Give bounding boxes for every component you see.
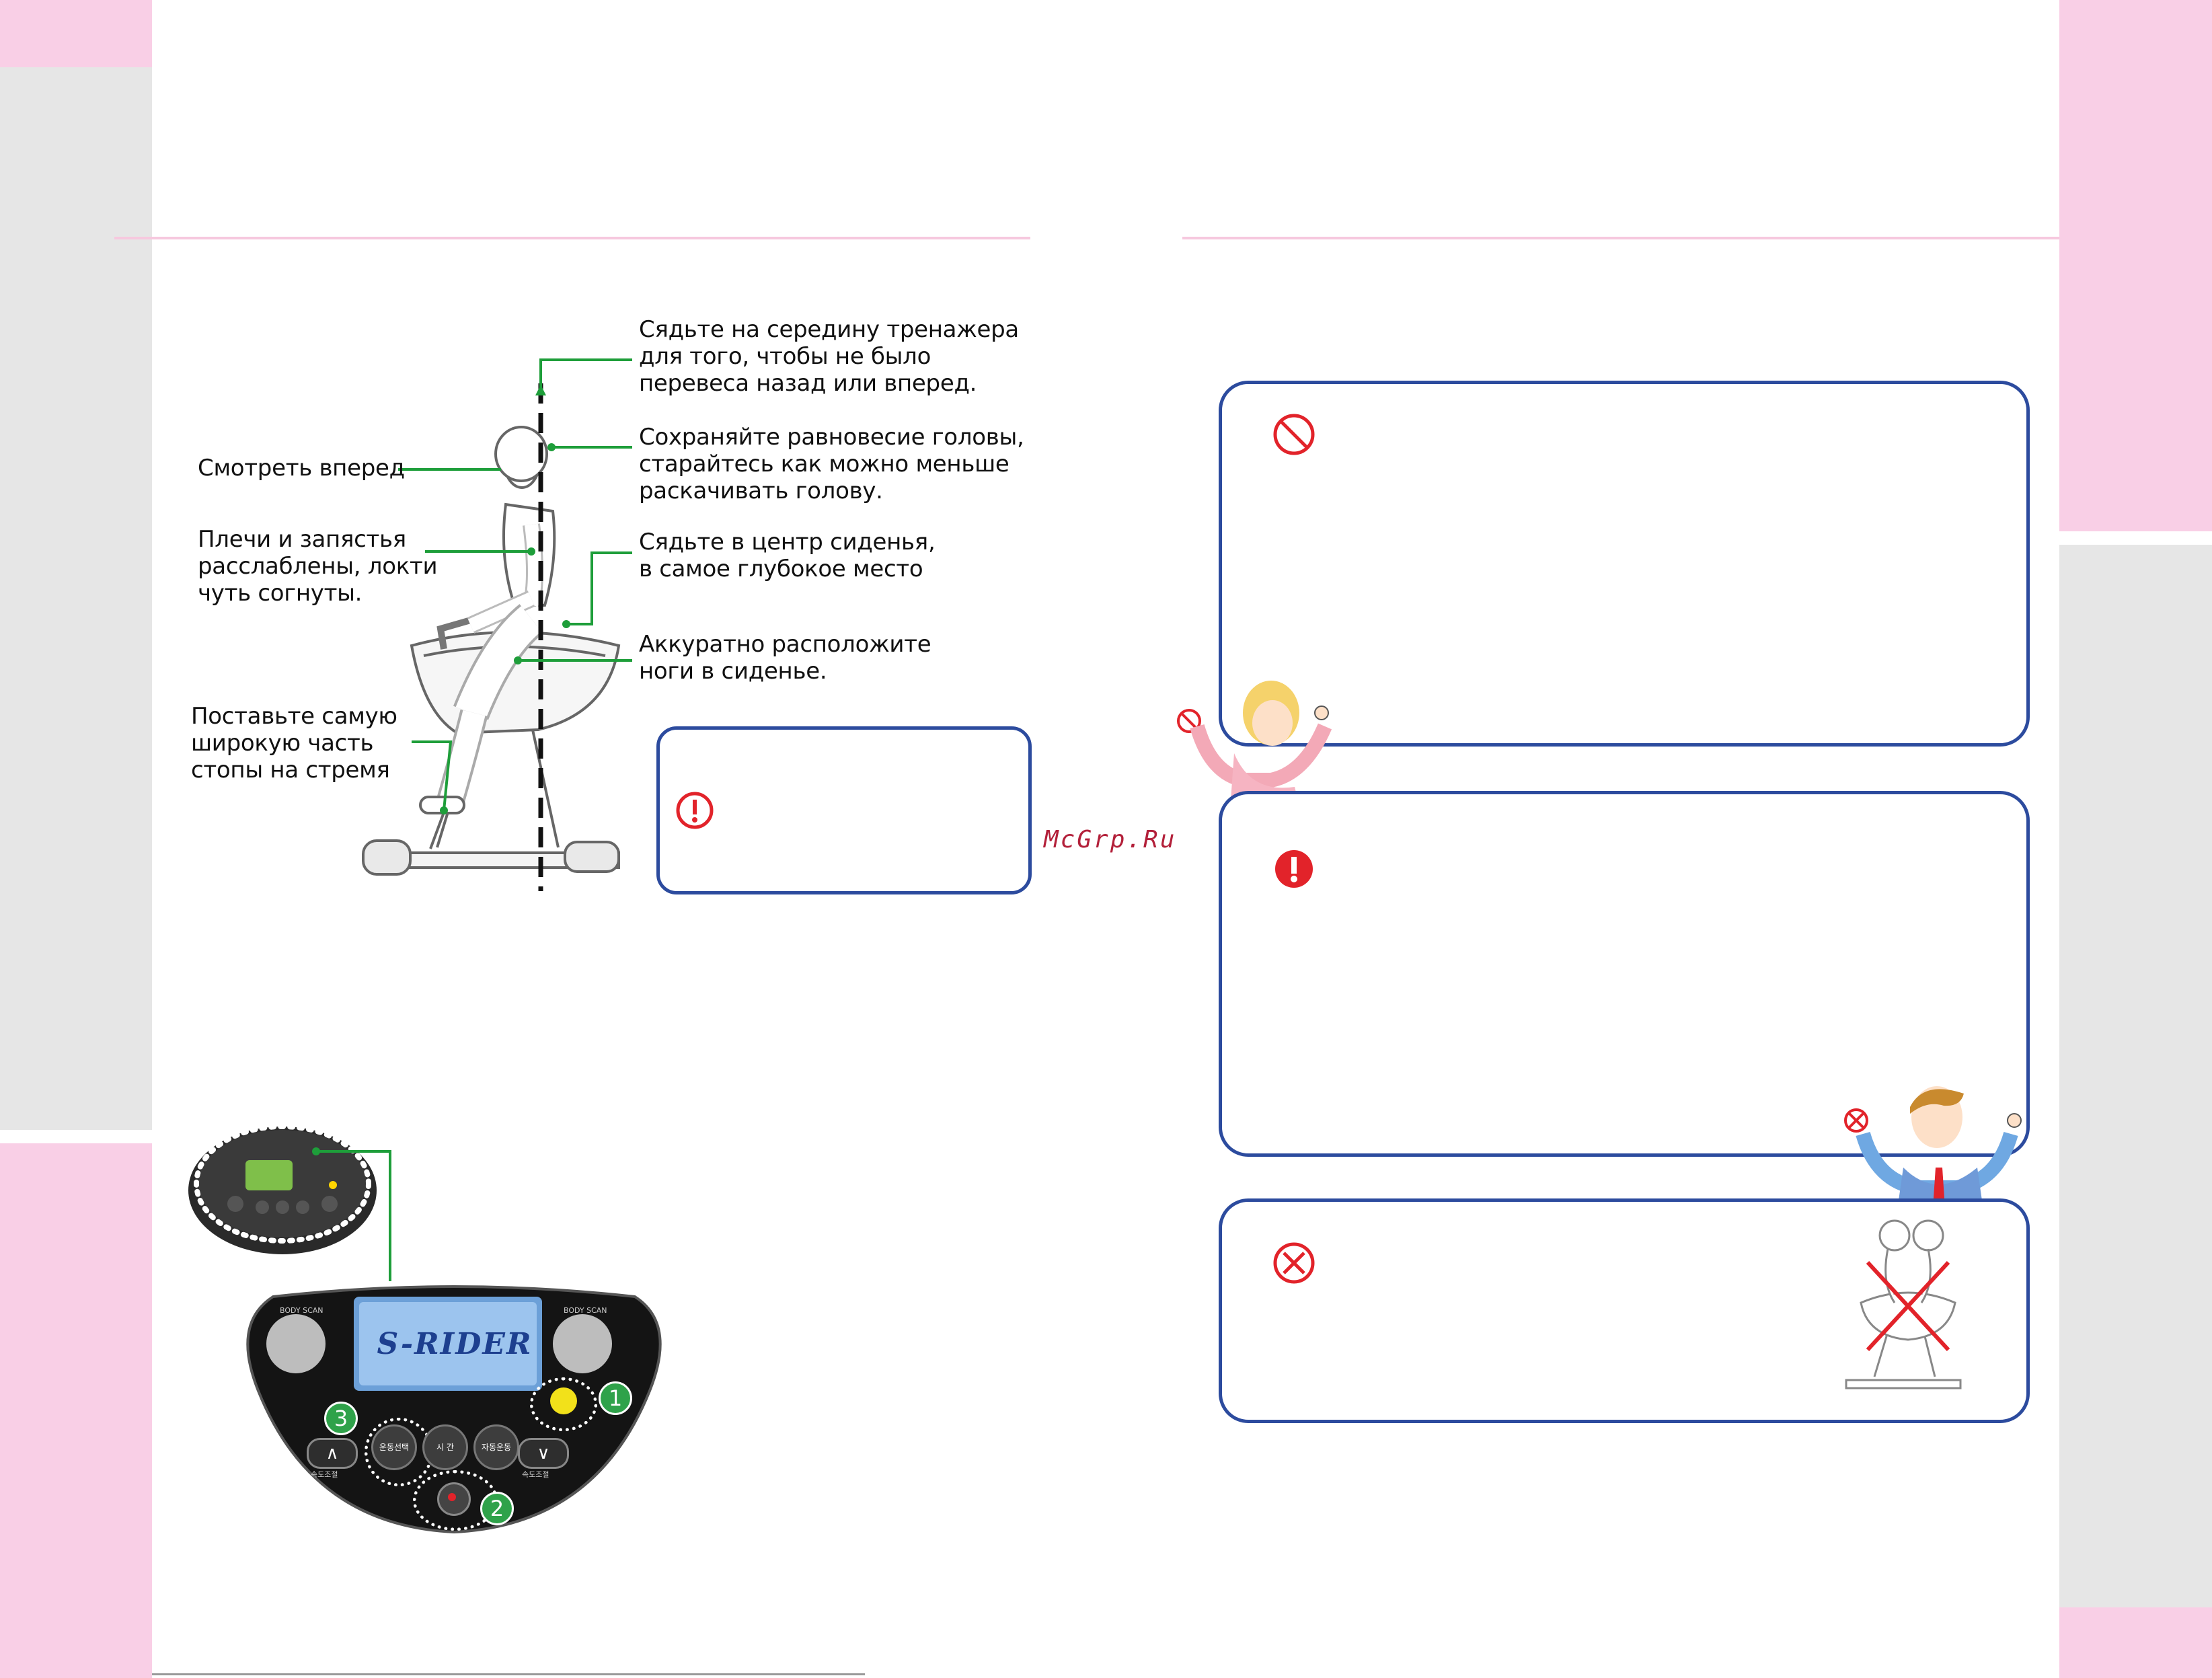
body-scan-button-right[interactable] xyxy=(553,1314,612,1373)
console-panel: S-RIDER BODY SCAN BODY SCAN 1 3 운동선택 시 간… xyxy=(246,1283,662,1539)
speed-label-right: 속도조절 xyxy=(522,1470,549,1479)
callout-1: 1 xyxy=(599,1381,632,1415)
header-rule-right xyxy=(1182,237,2059,239)
label-center-on-trainer: Сядьте на середину тренажера для того, ч… xyxy=(639,316,1019,397)
prohibit-icon xyxy=(1273,414,1315,455)
right-bottom-pink-band xyxy=(2059,1607,2212,1678)
prohibition-box xyxy=(1219,381,2030,747)
footer-rule xyxy=(152,1673,865,1675)
caution-box-small xyxy=(656,726,1032,894)
left-bottom-pink-band xyxy=(0,1143,152,1678)
label-look-forward: Смотреть вперед xyxy=(198,455,405,482)
speed-down-button[interactable]: ∧ xyxy=(307,1438,358,1469)
exclamation-icon xyxy=(1275,850,1313,888)
two-riders-crossed-out-illustration xyxy=(1845,1219,1962,1389)
header-rule-left xyxy=(114,237,1030,239)
body-scan-label-right: BODY SCAN xyxy=(564,1306,607,1315)
callout-3: 3 xyxy=(324,1402,358,1435)
woman-cartoon-illustration xyxy=(1177,681,1332,800)
label-legs-position: Аккуратно расположите ноги в сиденье. xyxy=(639,631,931,685)
man-cartoon-illustration xyxy=(1844,1086,2022,1215)
power-led xyxy=(448,1493,456,1501)
label-seat-center: Сядьте в центр сиденья, в самое глубокое… xyxy=(639,529,936,582)
speed-up-button[interactable]: ∨ xyxy=(518,1438,569,1469)
mode-button-time[interactable]: 시 간 xyxy=(422,1424,468,1470)
mode-button-auto[interactable]: 자동운동 xyxy=(473,1424,519,1470)
start-button-ring xyxy=(530,1377,597,1431)
right-gray-band xyxy=(2059,545,2212,1607)
exclamation-icon xyxy=(676,792,714,829)
label-head-balance: Сохраняйте равновесие головы, старайтесь… xyxy=(639,424,1024,504)
body-scan-button-left[interactable] xyxy=(266,1314,326,1373)
watermark: McGrp.Ru xyxy=(1044,826,1177,853)
right-top-pink-band xyxy=(2059,0,2212,531)
body-scan-label-left: BODY SCAN xyxy=(280,1306,323,1315)
left-top-pink-band xyxy=(0,0,152,67)
warning-box xyxy=(1219,791,2030,1157)
forbidden-box xyxy=(1219,1198,2030,1423)
console-logo: S-RIDER xyxy=(377,1327,533,1361)
forbidden-x-icon xyxy=(1273,1242,1315,1284)
label-feet-stirrup: Поставьте самую широкую часть стопы на с… xyxy=(191,703,397,784)
speed-label-left: 속도조절 xyxy=(311,1470,338,1479)
callout-2: 2 xyxy=(480,1492,514,1525)
console-device-photo xyxy=(188,1124,377,1254)
left-gray-band xyxy=(0,67,152,1130)
label-shoulders-relaxed: Плечи и запястья расслаблены, локти чуть… xyxy=(198,526,438,607)
start-button[interactable] xyxy=(550,1387,577,1414)
mode-button-exercise[interactable]: 운동선택 xyxy=(371,1424,417,1470)
